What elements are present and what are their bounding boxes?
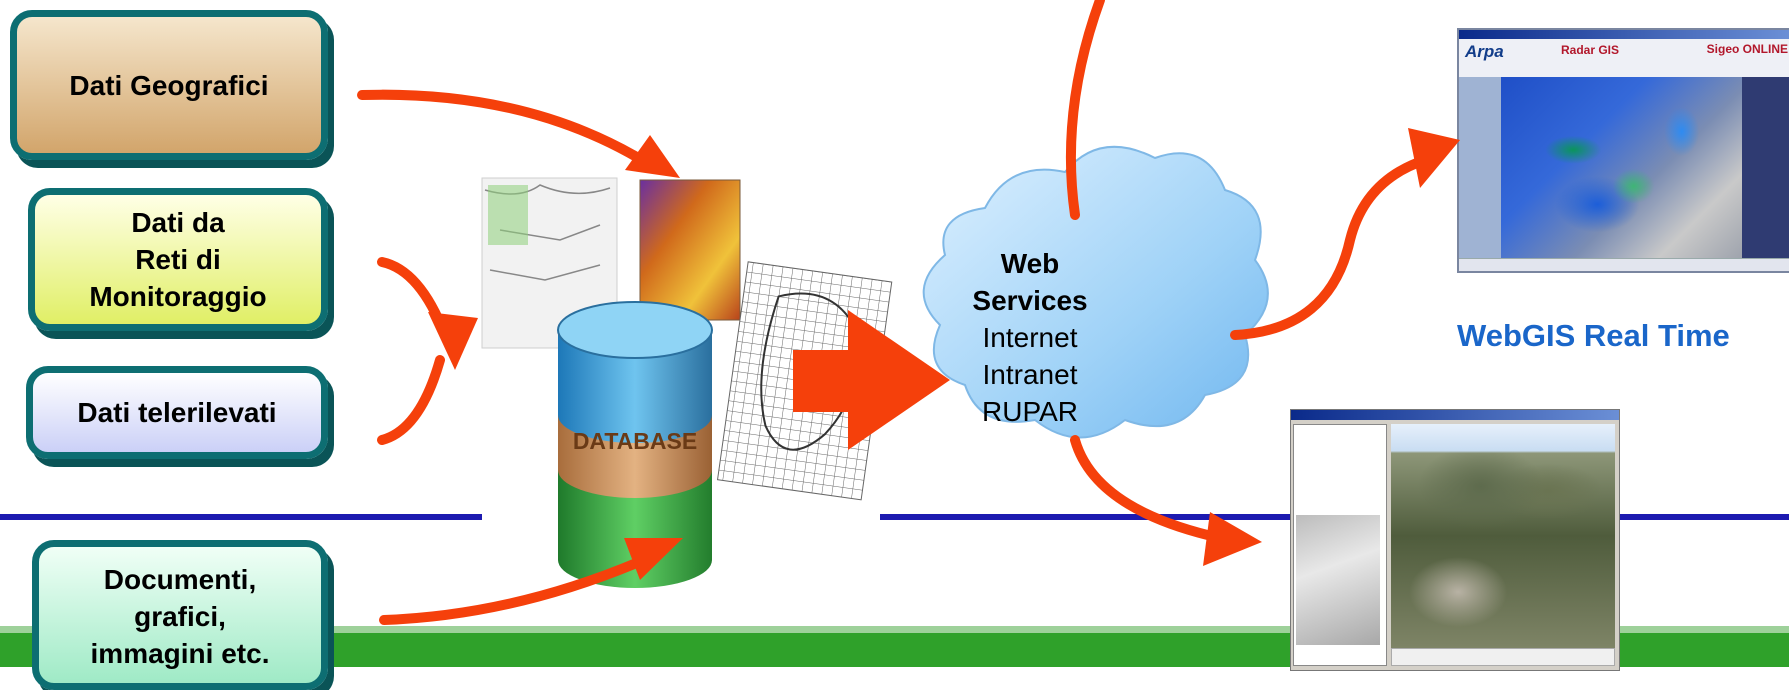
source-box-dati-telerilevati: Dati telerilevati [26, 366, 328, 459]
3d-status-bar [1391, 648, 1615, 666]
cloud-title-services: Services [972, 285, 1088, 316]
cloud-line-rupar: RUPAR [982, 396, 1078, 427]
radar-legend-panel [1742, 77, 1789, 259]
arpa-logo: Arpa [1465, 42, 1504, 61]
horizontal-rule-left [0, 514, 482, 520]
source-box-dati-reti: Dati da Reti di Monitoraggio [28, 188, 328, 331]
source-box-documenti: Documenti, grafici, immagini etc. [32, 540, 328, 690]
webgis-caption: WebGIS Real Time [1457, 318, 1730, 353]
source-label-dati-geografici: Dati Geografici [69, 69, 269, 101]
3d-overview-map [1296, 515, 1380, 645]
source-label-dati-telerilevati: Dati telerilevati [77, 397, 277, 428]
cloud-line-intranet: Intranet [982, 359, 1078, 390]
3d-terrain-viewer-screenshot [1290, 409, 1620, 671]
radar-header: Arpa Radar GIS Sigeo ONLINE [1459, 39, 1789, 78]
radar-window-titlebar [1459, 30, 1789, 39]
cloud-text: Web Services Internet Intranet RUPAR [930, 245, 1130, 430]
cloud-title-web: Web [1000, 248, 1060, 279]
radar-precipitation-map [1501, 77, 1742, 259]
cloud-line-internet: Internet [982, 322, 1078, 353]
radar-gis-title: Radar GIS [1561, 43, 1620, 57]
radar-status-bar [1459, 258, 1789, 271]
source-label-dati-reti: Dati da Reti di Monitoraggio [89, 207, 267, 312]
source-label-documenti: Documenti, grafici, immagini etc. [90, 564, 270, 669]
3d-terrain-scene [1391, 424, 1615, 648]
sigeo-logo: Sigeo ONLINE [1706, 42, 1788, 56]
3d-window-titlebar [1291, 410, 1619, 420]
footer-band-highlight [0, 626, 1789, 633]
radar-tool-panel [1459, 77, 1501, 259]
3d-layer-tree-panel [1293, 424, 1387, 666]
source-box-dati-geografici: Dati Geografici [10, 10, 328, 160]
webgis-radar-screenshot: Arpa Radar GIS Sigeo ONLINE [1457, 28, 1789, 273]
